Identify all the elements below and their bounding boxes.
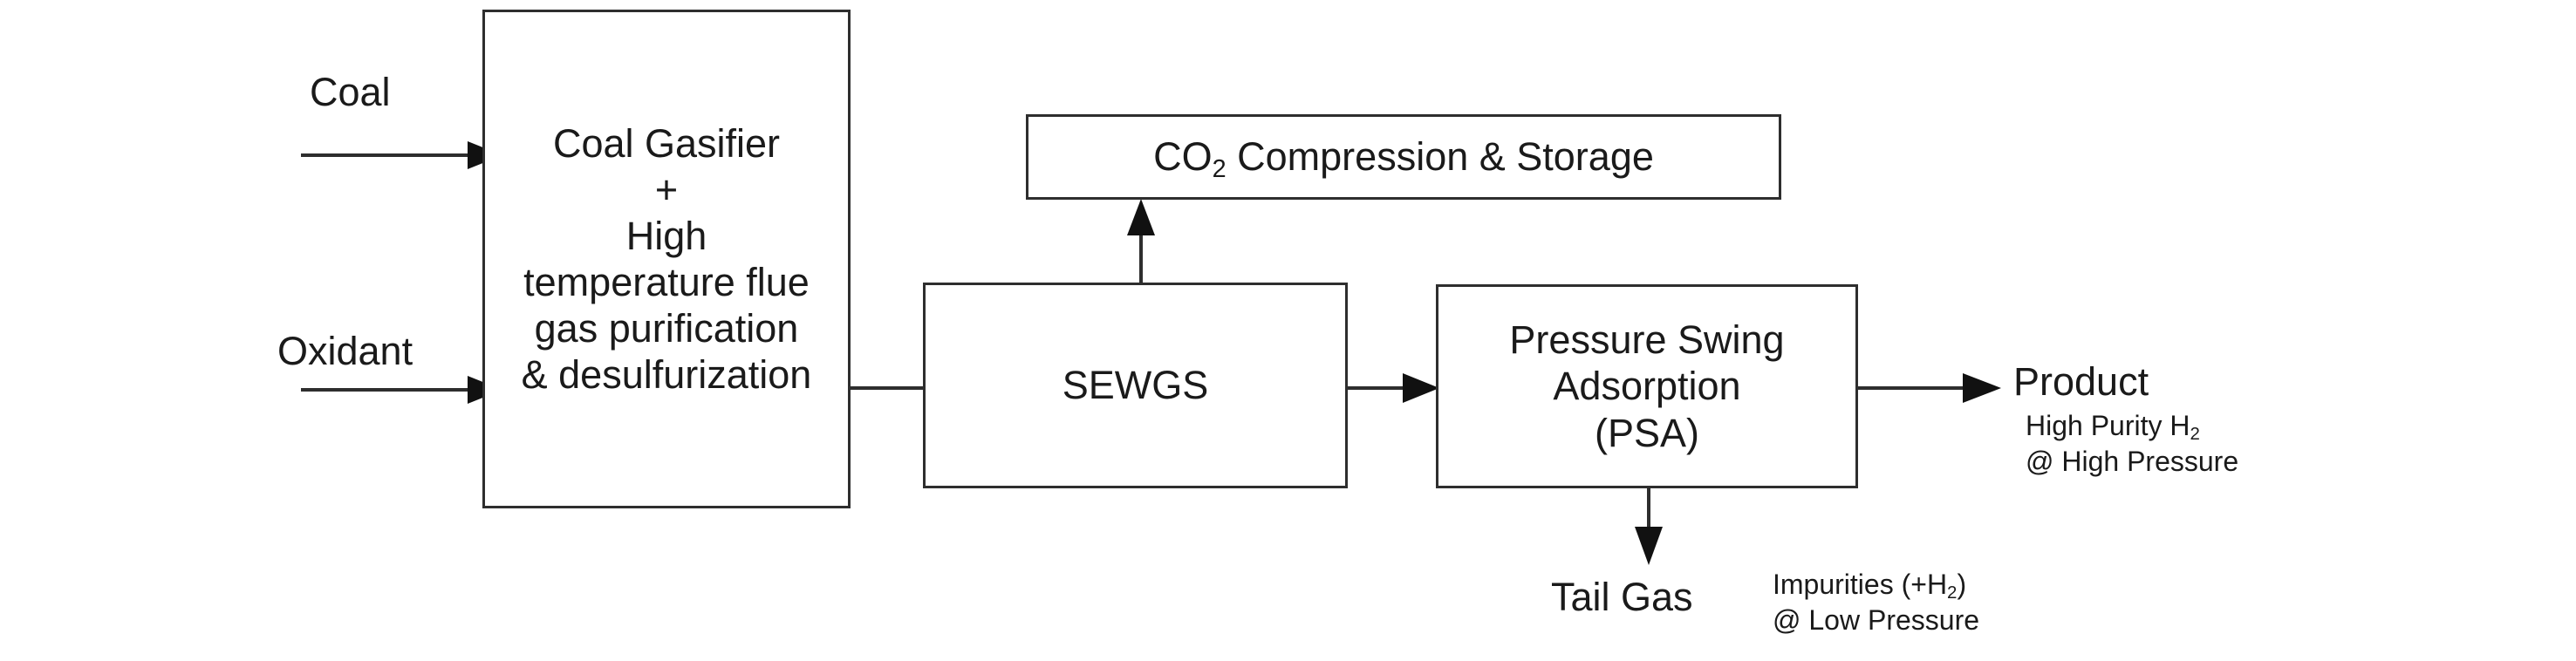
sewgs-to-co2-arrow (1127, 199, 1155, 283)
product-output-detail: High Purity H2@ High Pressure (2026, 408, 2238, 480)
product-detail-prefix: High Purity H (2026, 410, 2190, 441)
coal-input-label: Coal (310, 70, 391, 114)
tail-gas-output-label: Tail Gas (1551, 575, 1693, 619)
coal-gasifier-label: Coal Gasifier + High temperature flue ga… (521, 120, 812, 398)
product-detail-subscript: 2 (2190, 424, 2200, 445)
oxidant-feed-arrow (301, 376, 502, 404)
co2-label-subscript: 2 (1212, 154, 1227, 183)
sewgs-label: SEWGS (1062, 363, 1209, 408)
process-box-sewgs[interactable]: SEWGS (923, 283, 1348, 488)
tail-gas-detail-suffix: ) (1957, 569, 1967, 600)
tail-gas-output-detail: Impurities (+H2)@ Low Pressure (1773, 567, 1979, 638)
product-output-label: Product (2013, 359, 2149, 404)
process-box-co2-compression-storage[interactable]: CO2 Compression & Storage (1026, 114, 1781, 200)
psa-to-product-arrow (1856, 373, 2001, 403)
process-box-pressure-swing-adsorption[interactable]: Pressure Swing Adsorption (PSA) (1436, 284, 1858, 488)
co2-label-suffix: Compression & Storage (1226, 134, 1654, 180)
tail-gas-detail-line2: @ Low Pressure (1773, 603, 1980, 636)
process-box-coal-gasifier[interactable]: Coal Gasifier + High temperature flue ga… (482, 10, 851, 508)
oxidant-input-label: Oxidant (277, 329, 413, 373)
product-detail-line2: @ High Pressure (2026, 445, 2239, 477)
tail-gas-detail-prefix: Impurities (+H (1773, 569, 1948, 600)
tail-gas-detail-subscript: 2 (1947, 583, 1958, 603)
coal-feed-arrow (301, 141, 502, 169)
co2-label-prefix: CO (1153, 134, 1213, 180)
psa-label: Pressure Swing Adsorption (PSA) (1509, 317, 1785, 455)
sewgs-to-psa-arrow (1348, 373, 1439, 403)
psa-to-tailgas-arrow (1635, 488, 1663, 565)
co2-storage-label: CO2 Compression & Storage (1028, 133, 1779, 183)
